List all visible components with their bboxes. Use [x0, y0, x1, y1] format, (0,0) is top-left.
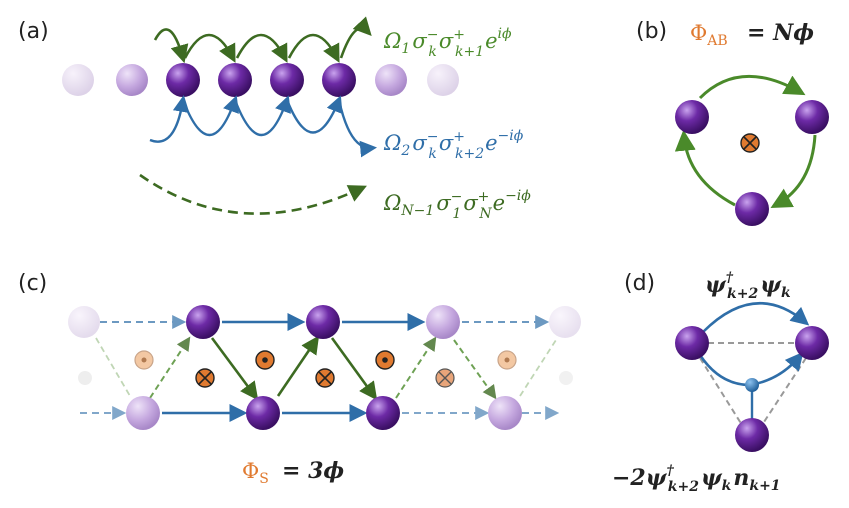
panel-d-label: (d) — [624, 271, 655, 296]
atom-faded — [426, 305, 460, 339]
atom — [218, 63, 252, 97]
hopping-term-label: ψ†k+2ψk — [705, 270, 791, 302]
atom — [795, 326, 829, 360]
atom — [306, 305, 340, 339]
atom — [735, 192, 769, 226]
flux-ab-value: = Nϕ — [747, 20, 814, 46]
panel-d: (d) ψ†k+2ψk −2ψ†k+2ψknk+1 — [612, 270, 829, 495]
flux-into-page-icon — [740, 133, 760, 153]
atom-faded — [488, 396, 522, 430]
zigzag-dashed-arrows — [149, 336, 497, 400]
zigzag-faded-arrows — [95, 337, 557, 397]
zigzag-arrows — [210, 335, 378, 401]
panel-a-label: (a) — [18, 19, 49, 44]
term-long-range-label: ΩN−1σ−1σ+Ne−iϕ — [383, 188, 531, 222]
atom-faded — [62, 64, 94, 96]
atom — [735, 418, 769, 452]
ring-arrows — [674, 74, 817, 209]
atom-faded — [78, 371, 92, 385]
bond-line — [761, 357, 807, 426]
atom — [186, 305, 220, 339]
nn-hopping-arrows — [153, 16, 372, 64]
atom — [246, 396, 280, 430]
density-term-label: −2ψ†k+2ψknk+1 — [612, 463, 781, 495]
nnn-hopping-arrows — [149, 95, 378, 158]
atom — [795, 100, 829, 134]
atom-faded — [559, 371, 573, 385]
term-nn-label: Ω1σ−kσ+k+1eiϕ — [383, 26, 512, 60]
panel-a: (a) Ω1σ−kσ+k+1eiϕ — [18, 16, 531, 222]
atom — [270, 63, 304, 97]
atom — [366, 396, 400, 430]
flux-ab-label: ΦAB — [690, 21, 728, 49]
atom-faded — [126, 396, 160, 430]
atom — [675, 326, 709, 360]
panel-c-label: (c) — [18, 271, 47, 296]
atom-faded — [375, 64, 407, 96]
atom-faded — [68, 306, 100, 338]
direct-hopping-arrow — [702, 302, 810, 333]
flux-s-label: ΦS — [242, 459, 269, 487]
atom — [166, 63, 200, 97]
flux-into-page-icon — [195, 368, 455, 388]
atom — [322, 63, 356, 97]
term-nnn-label: Ω2σ−kσ+k+2e−iϕ — [383, 128, 524, 162]
atom-faded — [549, 306, 581, 338]
bond-line — [699, 357, 743, 426]
atom-faded — [427, 64, 459, 96]
flux-s-value: = 3ϕ — [282, 458, 344, 484]
panel-b: (b) ΦAB = Nϕ — [636, 19, 829, 226]
flux-out-of-page-icon — [134, 350, 517, 370]
panel-c: (c) — [18, 271, 581, 487]
atom-faded — [116, 64, 148, 96]
panel-b-label: (b) — [636, 19, 667, 44]
long-range-arrow — [139, 173, 367, 215]
virtual-site — [745, 378, 759, 392]
atom — [675, 100, 709, 134]
